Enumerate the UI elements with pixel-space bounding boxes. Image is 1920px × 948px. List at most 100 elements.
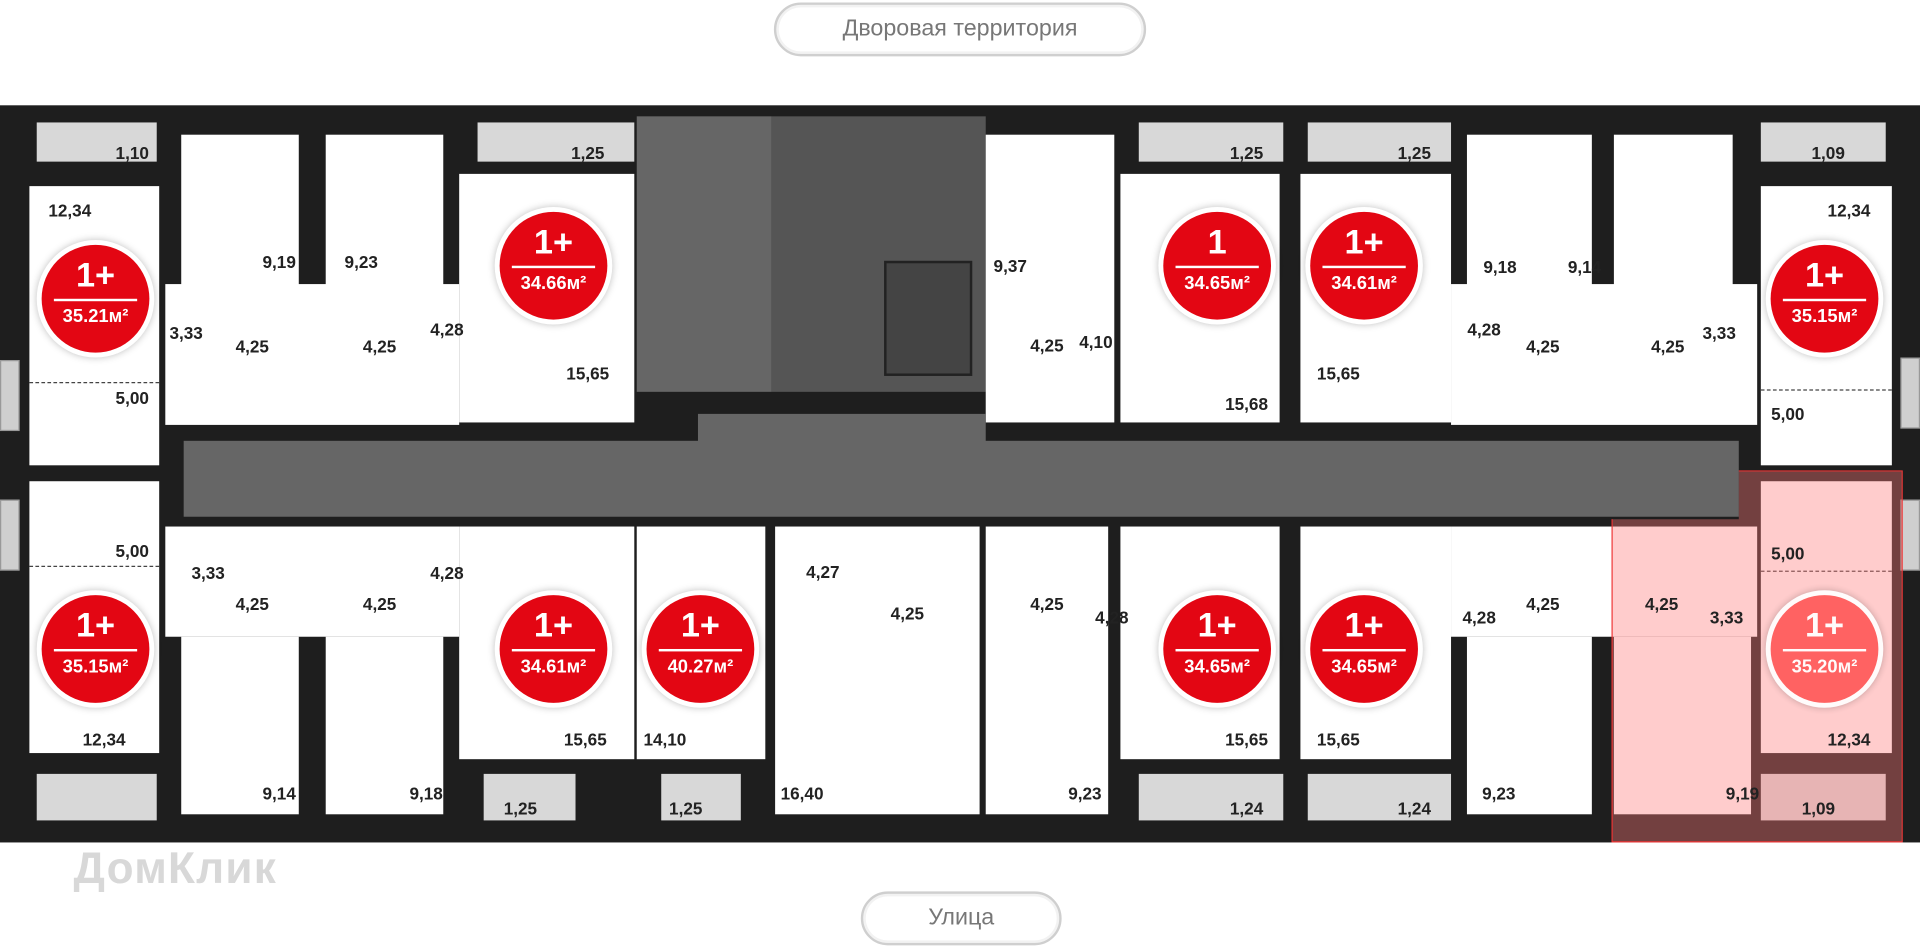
apartment-type: 1	[1207, 222, 1227, 261]
apartment-type: 1+	[1344, 222, 1384, 261]
courtyard-label: Дворовая территория	[773, 2, 1147, 57]
room-area-label: 12,34	[82, 729, 126, 750]
domclick-watermark: ДомКлик	[73, 842, 278, 893]
apartment-type: 1+	[1804, 255, 1845, 294]
room-area-label: 4,25	[1644, 593, 1679, 614]
room	[181, 636, 299, 815]
room-area-label: 4,28	[1467, 319, 1501, 340]
apartment-badge[interactable]: 1+ 34.61м²	[1310, 211, 1418, 320]
balcony	[1760, 122, 1886, 162]
apartment-area: 35.21м²	[62, 306, 129, 327]
apartment-area: 35.20м²	[1791, 656, 1858, 678]
apartment-badge[interactable]: 1+34.65м²	[1163, 595, 1272, 703]
apartment-badge[interactable]: 1+ 35.21м²	[41, 244, 150, 353]
zone-divider	[1760, 570, 1892, 572]
room-area-label: 4,28	[1095, 607, 1129, 627]
room-area-label: 1,25	[1397, 143, 1431, 163]
room-area-label: 12,34	[1827, 200, 1871, 221]
room-area-label: 1,25	[1229, 143, 1264, 163]
apartment-area: 35.15м²	[62, 656, 129, 678]
apartment-badge-selected[interactable]: 1+35.20м²	[1770, 595, 1879, 703]
room	[985, 134, 1115, 423]
room-area-label: 9,18	[1483, 257, 1517, 277]
room-area-label: 1,24	[1397, 798, 1431, 818]
apartment-badge[interactable]: 1+ 40.27м²	[646, 595, 755, 703]
apartment-area: 34.65м²	[1331, 656, 1397, 678]
divider	[1175, 648, 1259, 652]
room	[1613, 134, 1733, 288]
room-area-label: 3,33	[191, 563, 225, 583]
apartment-area: 34.61м²	[520, 656, 587, 678]
apartment-badge[interactable]: 1+ 34.61м²	[499, 595, 608, 703]
street-label: Улица	[860, 891, 1062, 946]
divider	[1322, 648, 1406, 652]
apartment-badge[interactable]: 1+34.66м²	[499, 211, 608, 320]
selected-apartment-outline	[1611, 470, 1903, 843]
room-area-label: 16,40	[780, 783, 824, 804]
divider	[658, 648, 743, 652]
apartment-badge[interactable]: 1+ 35.15м²	[1770, 244, 1879, 353]
apartment-badge[interactable]: 1+34.65м²	[1310, 595, 1418, 703]
apartment-area: 34.65м²	[1184, 273, 1250, 294]
hall	[1451, 284, 1758, 425]
hall	[165, 526, 460, 637]
balcony	[661, 773, 741, 821]
room-area-label: 15,65	[1316, 363, 1360, 384]
room-area-label: 4,25	[1030, 593, 1064, 614]
room-area-label: 4,28	[430, 563, 464, 583]
staircase	[636, 116, 772, 392]
room-area-label: 9,23	[1482, 783, 1516, 804]
room	[181, 134, 299, 288]
room-area-label: 5,00	[1771, 404, 1805, 424]
zone-divider	[29, 565, 160, 567]
room-area-label: 4,25	[890, 603, 925, 624]
room	[1466, 134, 1592, 288]
room-area-label: 1,10	[115, 143, 149, 163]
apartment-badge[interactable]: 1+35.15м²	[41, 595, 150, 703]
room	[325, 134, 444, 288]
room	[985, 526, 1109, 815]
divider	[53, 298, 138, 302]
room-area-label: 5,00	[115, 388, 149, 408]
room-area-label: 5,00	[1771, 543, 1805, 564]
apartment-area: 34.61м²	[1331, 273, 1397, 294]
room-area-label: 5,00	[115, 541, 149, 561]
room-area-label: 4,25	[1651, 336, 1685, 357]
room-area-label: 4,25	[235, 336, 269, 357]
room-area-label: 4,25	[1526, 336, 1560, 357]
room	[775, 526, 980, 815]
apartment-type: 1+	[75, 255, 116, 294]
room-area-label: 4,25	[1030, 335, 1064, 356]
room-area-label: 3,33	[1709, 607, 1744, 627]
window	[1900, 357, 1920, 429]
elevator	[884, 260, 973, 376]
apartment-type: 1+	[533, 606, 574, 645]
room-area-label: 4,10	[1079, 331, 1113, 352]
room-area-label: 1,25	[571, 143, 605, 163]
apartment-area: 35.15м²	[1791, 306, 1858, 327]
room-area-label: 1,09	[1801, 798, 1836, 818]
divider	[1175, 265, 1259, 269]
balcony	[483, 773, 576, 821]
room-area-label: 4,25	[235, 593, 269, 614]
room-area-label: 9,14	[1567, 257, 1602, 277]
apartment-area: 34.65м²	[1184, 656, 1250, 678]
room-area-label: 9,37	[993, 255, 1027, 276]
apartment-area: 40.27м²	[667, 656, 734, 678]
window	[0, 499, 20, 571]
zone-divider	[29, 382, 160, 384]
apartment-area: 34.66м²	[520, 273, 587, 294]
room-area-label: 1,24	[1229, 798, 1264, 818]
room-area-label: 14,10	[643, 729, 687, 750]
room-area-label: 1,25	[669, 798, 703, 818]
room-area-label: 15,65	[1316, 729, 1360, 750]
room-area-label: 3,33	[1702, 323, 1736, 343]
room-area-label: 12,34	[1827, 729, 1871, 750]
apartment-type: 1+	[680, 606, 720, 645]
room	[1613, 636, 1752, 815]
room-area-label: 1,09	[1811, 143, 1845, 163]
balcony	[477, 122, 635, 162]
apartment-badge[interactable]: 1 34.65м²	[1163, 211, 1272, 320]
divider	[1782, 298, 1867, 302]
